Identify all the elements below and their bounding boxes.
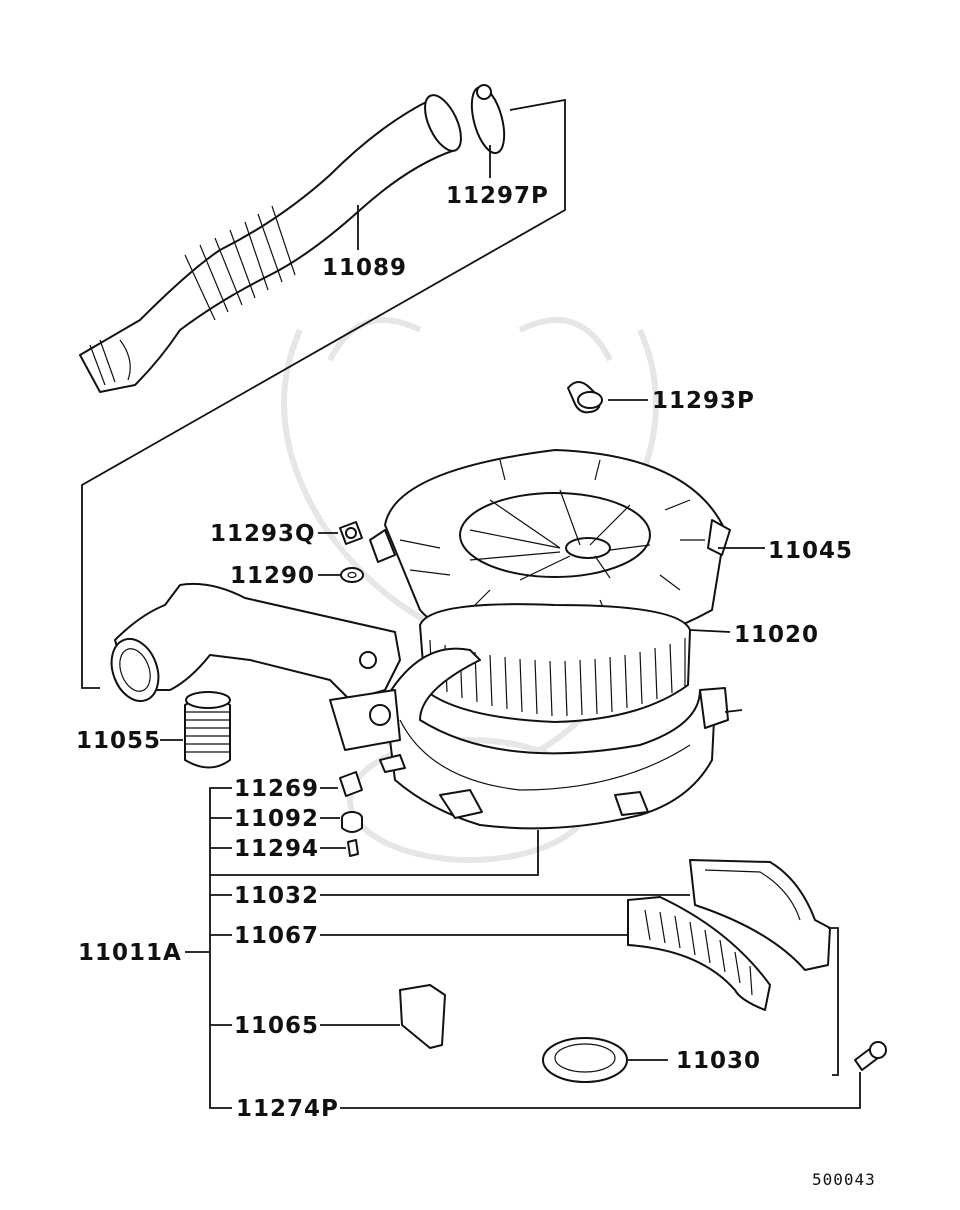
- foam-pad-11065: [399, 984, 446, 1049]
- lower-intake-duct: [110, 582, 401, 751]
- screw-11274P: [854, 1041, 887, 1071]
- label-11089: 11089: [322, 255, 407, 281]
- intake-cover-11032: [689, 859, 831, 971]
- plug-11294: [347, 839, 359, 857]
- label-11269: 11269: [234, 776, 319, 802]
- label-11045: 11045: [768, 538, 853, 564]
- air-cleaner-cover-11045: [369, 449, 731, 653]
- wing-nut-11293P: [567, 381, 603, 414]
- bushing-11092: [341, 811, 363, 833]
- diagram-code: 500043: [812, 1170, 876, 1189]
- label-11092: 11092: [234, 806, 319, 832]
- label-11290: 11290: [230, 563, 315, 589]
- label-11274P: 11274P: [236, 1096, 339, 1122]
- label-11011A: 11011A: [78, 940, 182, 966]
- leader-lines: [81, 98, 861, 1109]
- label-11020: 11020: [734, 622, 819, 648]
- nut-11293Q: [339, 521, 363, 545]
- label-11297P: 11297P: [446, 183, 549, 209]
- intake-screen-11067: [627, 896, 771, 1011]
- gasket-11030: [542, 1037, 628, 1083]
- label-11055: 11055: [76, 728, 161, 754]
- washer-11290: [340, 567, 364, 583]
- label-11032: 11032: [234, 883, 319, 909]
- bellows-hose-11055: [184, 691, 231, 769]
- label-11067: 11067: [234, 923, 319, 949]
- grommet-11269: [339, 754, 406, 797]
- hose-clamp-11297P: [470, 84, 506, 155]
- label-11030: 11030: [676, 1048, 761, 1074]
- label-11293P: 11293P: [652, 388, 755, 414]
- intake-duct-11089: [79, 94, 462, 393]
- label-11293Q: 11293Q: [210, 521, 316, 547]
- label-11065: 11065: [234, 1013, 319, 1039]
- air-cleaner-housing: [384, 647, 743, 830]
- label-11294: 11294: [234, 836, 319, 862]
